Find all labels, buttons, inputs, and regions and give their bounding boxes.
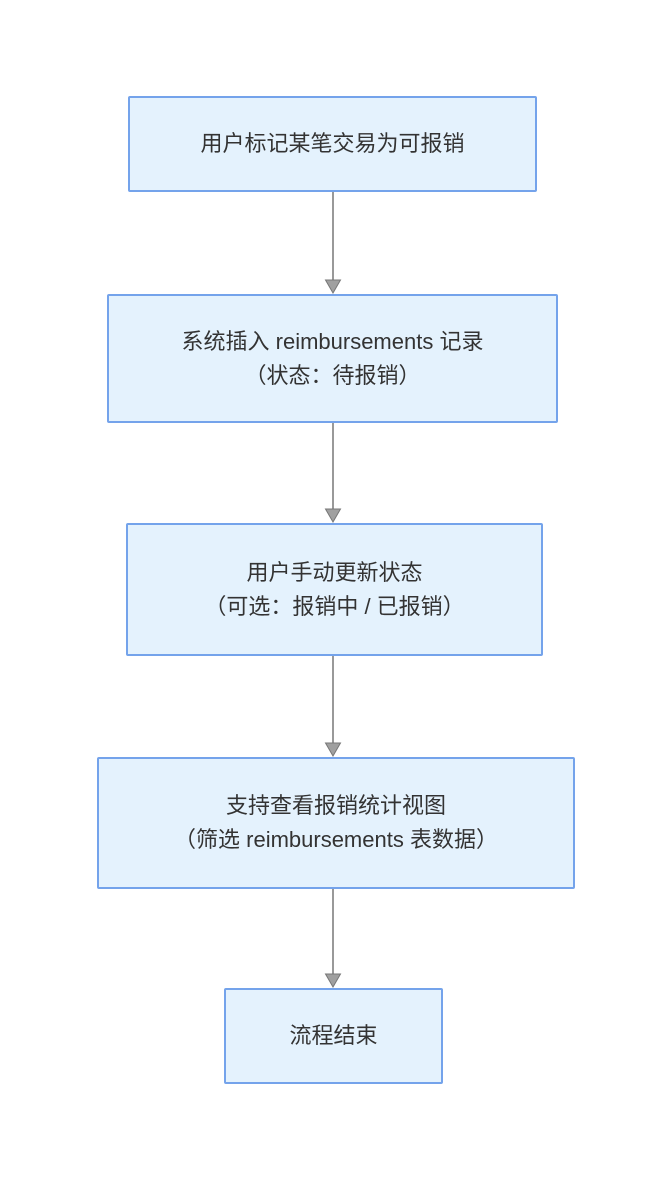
- flow-node-stats-view: 支持查看报销统计视图 （筛选 reimbursements 表数据）: [97, 757, 575, 889]
- node-label-line: （可选：报销中 / 已报销）: [204, 593, 465, 619]
- arrow-head-icon: [324, 279, 342, 294]
- arrow-down: [324, 192, 342, 294]
- arrow-head-icon: [324, 508, 342, 523]
- flow-node-end: 流程结束: [224, 988, 443, 1084]
- flow-node-update-status: 用户手动更新状态 （可选：报销中 / 已报销）: [126, 523, 543, 656]
- arrow-down: [324, 656, 342, 757]
- node-label-line: （筛选 reimbursements 表数据）: [174, 827, 498, 852]
- arrow-head-icon: [324, 973, 342, 988]
- flow-node-insert-record: 系统插入 reimbursements 记录 （状态：待报销）: [107, 294, 558, 423]
- node-label-line: 支持查看报销统计视图: [225, 793, 446, 818]
- node-label-line: 用户手动更新状态: [246, 559, 423, 585]
- arrow-down: [324, 423, 342, 523]
- arrow-head-icon: [324, 742, 342, 757]
- flow-node-mark-transaction: 用户标记某笔交易为可报销: [128, 96, 537, 192]
- node-label-line: 系统插入 reimbursements 记录: [181, 328, 484, 354]
- node-label-line: 用户标记某笔交易为可报销: [200, 131, 465, 156]
- node-label-line: （状态：待报销）: [244, 362, 421, 388]
- arrow-down: [324, 889, 342, 988]
- node-label-line: 流程结束: [289, 1023, 378, 1048]
